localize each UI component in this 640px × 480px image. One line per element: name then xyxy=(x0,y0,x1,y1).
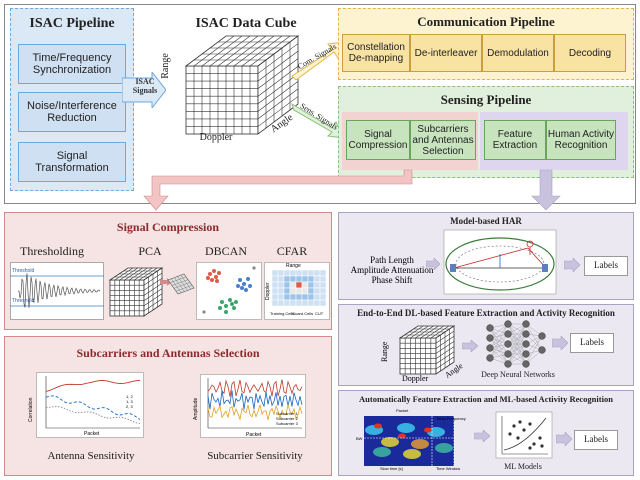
auto-feature-title: Automatically Feature Extraction and ML-… xyxy=(359,394,613,404)
method-thresholding: Thresholding xyxy=(20,244,84,258)
e2e-axis-range: Range xyxy=(380,341,389,362)
antenna-legend-1: 1, 2 xyxy=(126,394,133,399)
auto-output-arrow xyxy=(556,432,572,446)
e2e-arrow-to-network xyxy=(462,340,478,352)
end-to-end-title: End-to-End DL-based Feature Extraction a… xyxy=(357,308,615,318)
method-pca: PCA xyxy=(138,244,162,258)
isac-signals-arrow xyxy=(122,72,166,108)
cfar-grid xyxy=(272,270,327,307)
threshold-label-bottom: Threshold xyxy=(12,298,35,304)
signal-compression-title: Signal Compression xyxy=(116,220,220,234)
ml-model-plot xyxy=(495,411,553,459)
model-input-arrow xyxy=(426,258,440,270)
data-cube-title: ISAC Data Cube xyxy=(195,16,297,31)
fresnel-model-diagram xyxy=(443,229,557,295)
communication-pipeline-title: Communication Pipeline xyxy=(417,14,555,29)
threshold-label-top: Threshold xyxy=(12,268,35,274)
subcarrier-legend-1: Subcarrier 1 xyxy=(276,411,298,416)
subcarrier-sensitivity-lines xyxy=(207,378,303,429)
end-to-end-cube xyxy=(398,325,456,375)
sensing-pipeline-title: Sensing Pipeline xyxy=(440,92,532,107)
dnn-label: Deep Neural Networks xyxy=(481,370,555,379)
antenna-sensitivity-caption: Antenna Sensitivity xyxy=(47,450,135,462)
auto-arrow-to-ml xyxy=(474,430,490,442)
cfar-legend-cut: CUT xyxy=(315,311,324,316)
thresholding-waveform xyxy=(10,273,104,308)
cfar-legend-training: Training Cells xyxy=(270,311,295,316)
method-cfar: CFAR xyxy=(276,244,308,258)
feature-amplitude: Amplitude Attenuation xyxy=(350,265,434,275)
isac-signals-label: ISAC Signals xyxy=(132,77,158,95)
antenna-xlabel: Packet xyxy=(84,431,100,437)
subcarrier-ylabel: Amplitude xyxy=(193,397,199,420)
method-dbcan: DBCAN xyxy=(204,244,247,258)
cfar-axis-doppler: Doppler xyxy=(265,282,271,300)
cube-axis-doppler: Doppler xyxy=(199,132,233,143)
e2e-output-arrow xyxy=(552,336,568,350)
isac-step-noise: Noise/Interference Reduction xyxy=(18,92,126,132)
sens-step-har: Human Activity Recognition xyxy=(546,120,616,160)
comm-step-demodulation: Demodulation xyxy=(482,34,554,72)
pca-plane xyxy=(167,273,195,295)
antenna-legend-3: 2, 3 xyxy=(126,404,133,409)
model-based-labels: Labels xyxy=(584,256,628,276)
ml-models-label: ML Models xyxy=(504,462,542,471)
isac-data-cube xyxy=(184,35,300,135)
deep-neural-network xyxy=(486,320,546,368)
spectrogram xyxy=(364,416,455,466)
sens-signals-arrow xyxy=(291,102,345,139)
subcarrier-xlabel: Packet xyxy=(246,432,262,438)
isac-pipeline-title: ISAC Pipeline xyxy=(29,16,115,31)
spectrogram-torso: Torso Frequency xyxy=(436,416,466,421)
isac-step-transform: Signal Transformation xyxy=(18,142,126,182)
connector-arrows xyxy=(143,169,561,211)
cfar-legend-guard: Guard Cells xyxy=(292,311,314,316)
antenna-ylabel: Correlation xyxy=(28,397,34,422)
sens-step-selection: Subcarriers and Antennas Selection xyxy=(410,120,476,160)
spectrogram-time-window: Time Window xyxy=(436,466,461,471)
sens-step-feature: Feature Extraction xyxy=(484,120,546,160)
auto-labels: Labels xyxy=(574,430,618,450)
top-frame xyxy=(4,4,636,204)
comm-step-decoding: Decoding xyxy=(554,34,626,72)
isac-step-sync: Time/Frequency Synchronization xyxy=(18,44,126,84)
e2e-axis-doppler: Doppler xyxy=(402,374,429,383)
antenna-legend-2: 1, 3 xyxy=(126,399,133,404)
e2e-labels: Labels xyxy=(570,333,614,353)
sens-step-compression: Signal Compression xyxy=(346,120,410,160)
spectrogram-bw: BW xyxy=(356,436,363,441)
cfar-axis-range: Range xyxy=(286,263,301,269)
subcarrier-sensitivity-caption: Subcarrier Sensitivity xyxy=(207,450,303,462)
subcarrier-legend-2: Subcarrier 2 xyxy=(276,416,298,421)
comm-step-constellation: Constellation De-mapping xyxy=(342,34,410,72)
pca-cube xyxy=(108,267,164,317)
feature-path-length: Path Length xyxy=(370,255,414,265)
dbcan-scatter xyxy=(202,266,256,314)
model-output-arrow xyxy=(564,258,580,272)
model-based-title: Model-based HAR xyxy=(450,216,522,226)
subcarrier-selection-title: Subcarriers and Antennas Selection xyxy=(76,346,260,360)
subcarrier-legend-3: Subcarrier 3 xyxy=(276,421,298,426)
spectrogram-packet: Packet xyxy=(396,408,409,413)
dbcan-plot xyxy=(196,262,262,320)
antenna-sensitivity-lines xyxy=(45,376,141,429)
comm-step-deinterleaver: De-interleaver xyxy=(410,34,482,72)
spectrogram-xlabel: Slow time [s] xyxy=(380,466,403,471)
cube-axis-range: Range xyxy=(160,53,171,79)
feature-phase: Phase Shift xyxy=(371,275,413,285)
